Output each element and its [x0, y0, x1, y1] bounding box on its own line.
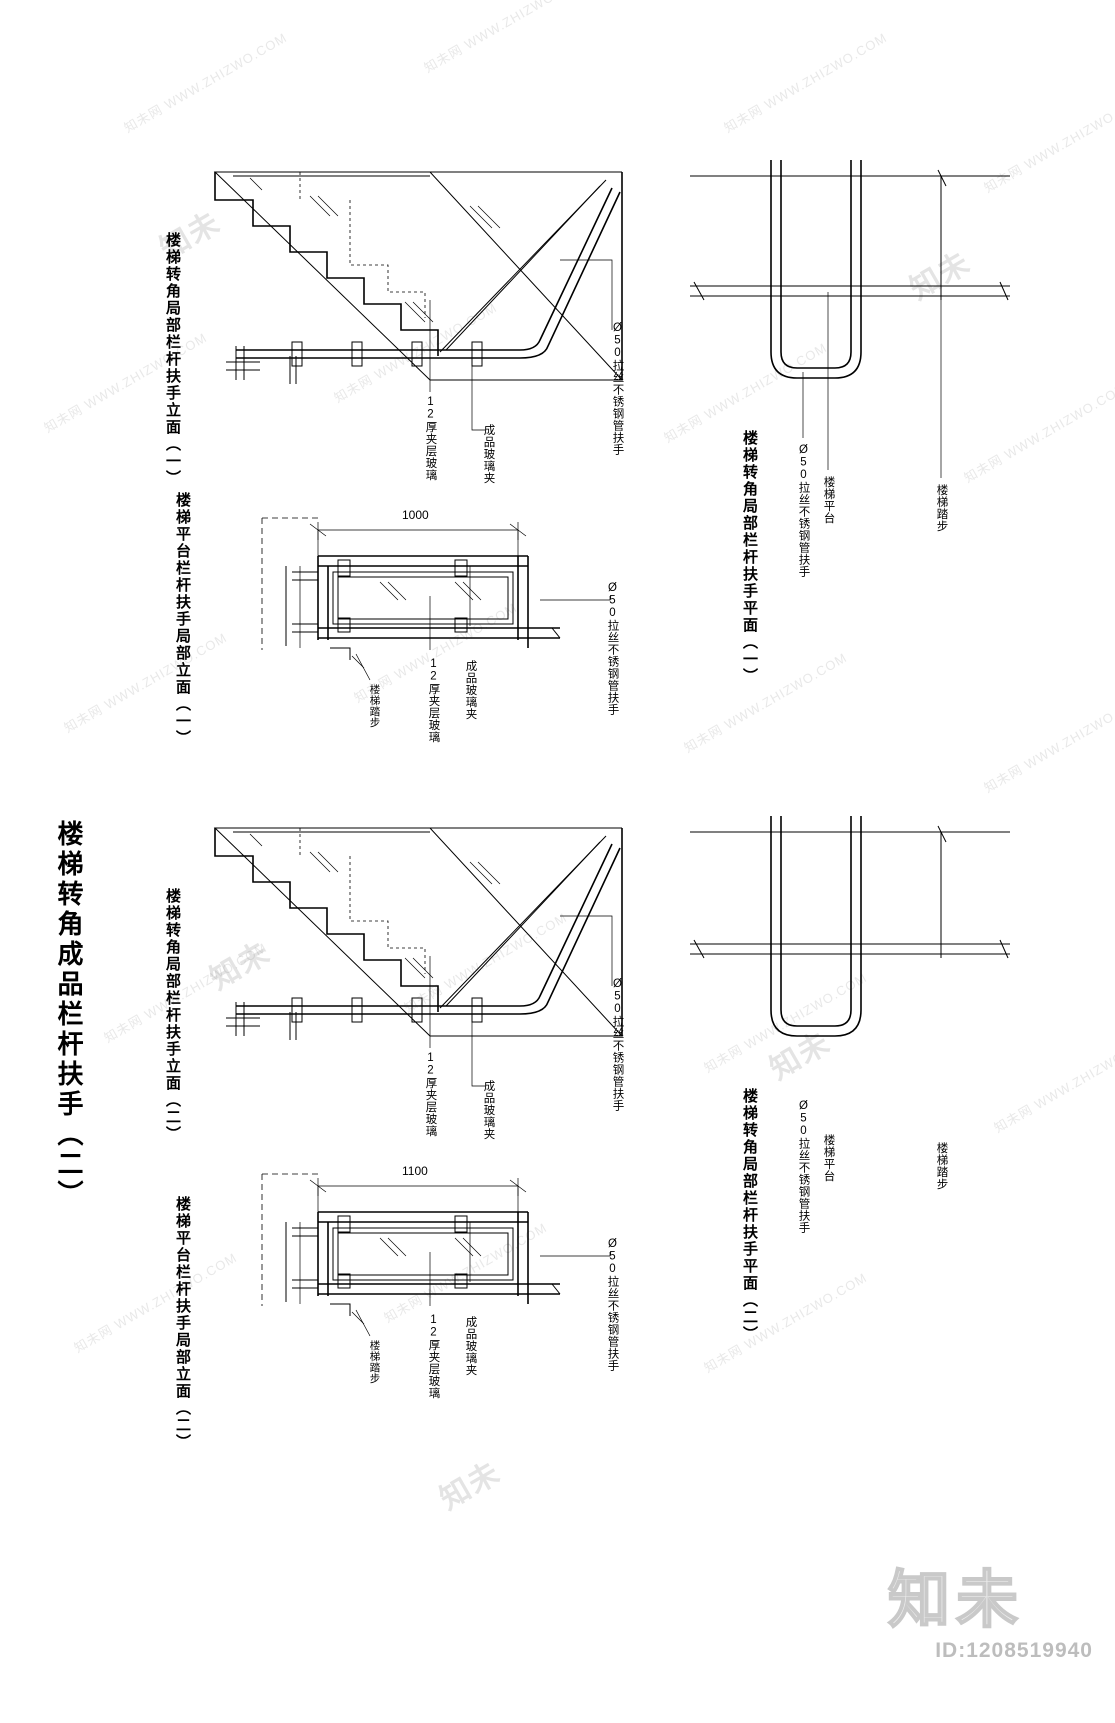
page-title: 楼梯转角成品栏杆扶手（二） — [54, 820, 84, 1210]
drawing-id-label: ID:1208519940 — [935, 1639, 1093, 1662]
plan-corner-2-label-platform: 楼梯平台 — [822, 1134, 835, 1182]
platform-elev-1-label-step: 楼梯踏步 — [368, 684, 381, 728]
plan-corner-2-title: 楼梯转角局部栏杆扶手平面（二） — [741, 1088, 758, 1343]
plan-corner-2-label-step: 楼梯踏步 — [935, 1142, 948, 1190]
elevation-corner-2-label-glass: 12厚夹层玻璃 — [424, 1052, 437, 1137]
platform-elev-2-label-step: 楼梯踏步 — [368, 1340, 381, 1384]
platform-elev-1-label-glass: 12厚夹层玻璃 — [427, 658, 440, 743]
elevation-corner-1-title: 楼梯转角局部栏杆扶手立面（一） — [164, 232, 181, 487]
plan-corner-1-label-platform: 楼梯平台 — [822, 476, 835, 524]
elevation-corner-2-title: 楼梯转角局部栏杆扶手立面（二） — [164, 888, 181, 1143]
platform-elev-2-dimension: 1100 — [402, 1164, 428, 1178]
plan-corner-1-label-step: 楼梯踏步 — [935, 484, 948, 532]
elevation-corner-2-label-clamp: 成品玻璃夹 — [482, 1080, 495, 1140]
platform-elev-1-label-clamp: 成品玻璃夹 — [464, 660, 477, 720]
site-logo: 知未 — [887, 1549, 1093, 1636]
plan-corner-1-label-handrail: Ø50拉丝不锈钢管扶手 — [797, 444, 810, 578]
platform-elev-2-label-glass: 12厚夹层玻璃 — [427, 1314, 440, 1399]
platform-elev-1-title: 楼梯平台栏杆扶手局部立面（一） — [174, 492, 191, 747]
elevation-corner-1-label-clamp: 成品玻璃夹 — [482, 424, 495, 484]
plan-corner-1-title: 楼梯转角局部栏杆扶手平面（一） — [741, 430, 758, 685]
platform-elev-2-title: 楼梯平台栏杆扶手局部立面（二） — [174, 1196, 191, 1451]
elevation-corner-1-label-handrail: Ø50拉丝不锈钢管扶手 — [611, 322, 624, 456]
platform-elev-2-label-clamp: 成品玻璃夹 — [464, 1316, 477, 1376]
platform-elev-2-label-handrail: Ø50拉丝不锈钢管扶手 — [606, 1238, 619, 1372]
platform-elev-1-label-handrail: Ø50拉丝不锈钢管扶手 — [606, 582, 619, 716]
plan-corner-2-label-handrail: Ø50拉丝不锈钢管扶手 — [797, 1100, 810, 1234]
site-logo-text: 知未 — [887, 1565, 1025, 1636]
platform-elev-1-dimension: 1000 — [402, 508, 429, 522]
elevation-corner-1-label-glass: 12厚夹层玻璃 — [424, 396, 437, 481]
elevation-corner-2-label-handrail: Ø50拉丝不锈钢管扶手 — [611, 978, 624, 1112]
